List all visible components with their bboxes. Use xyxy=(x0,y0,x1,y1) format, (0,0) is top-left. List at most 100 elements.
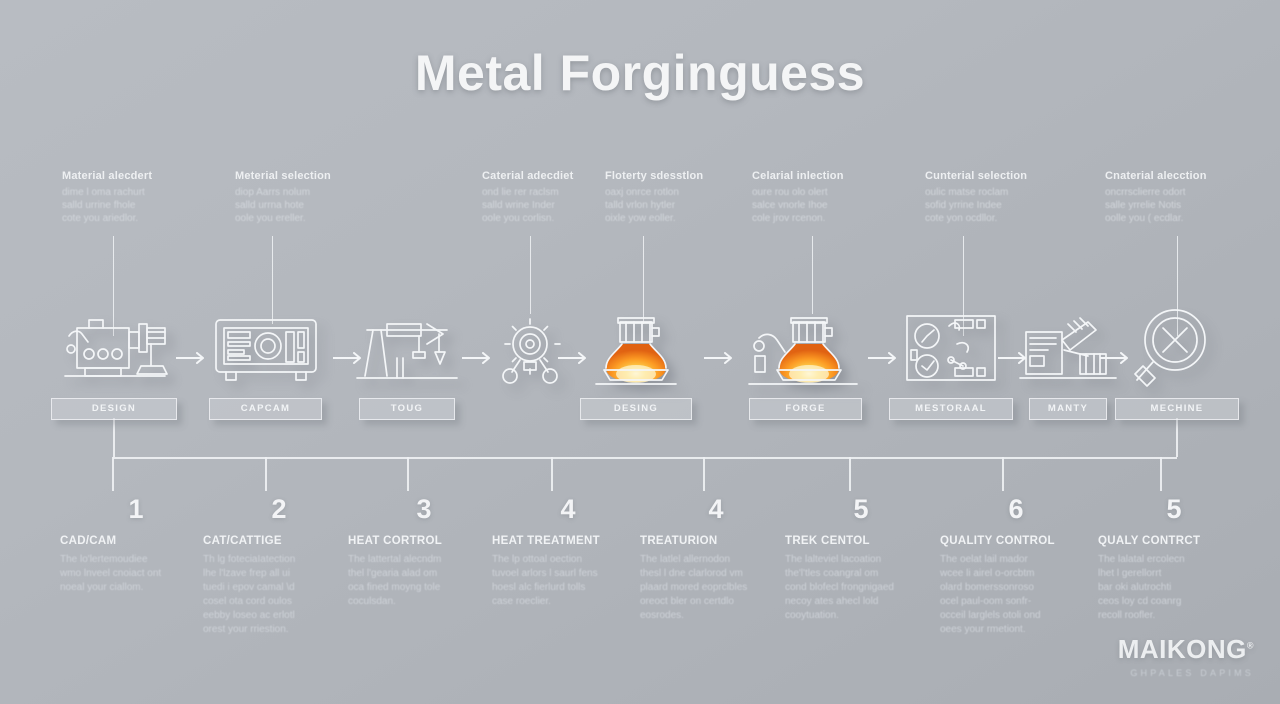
text-line: sofid yrrine Indee xyxy=(925,200,1002,211)
text-line: ocel paul-oom sonfr- xyxy=(940,596,1032,607)
bus-riser-right xyxy=(1176,418,1178,457)
text-line: ond lie rer raclsm xyxy=(482,187,559,198)
top-annotation: Caterial adecdiet ond lie rer raclsm salld… xyxy=(482,170,602,225)
process-step-mestoraal[interactable]: MESTORAAL xyxy=(889,306,1013,420)
step-number: 5 xyxy=(853,494,869,524)
flow-arrow-icon xyxy=(462,352,496,364)
tooling-rig-icon xyxy=(356,306,458,390)
annotation-leader-line xyxy=(530,236,531,314)
step-number: 6 xyxy=(1008,494,1024,524)
process-step-desing[interactable]: DESING xyxy=(580,306,692,420)
text-line: cote you ariedlor. xyxy=(62,213,139,224)
text-line: salld wrine Inder xyxy=(482,200,555,211)
text-line: coculsdan. xyxy=(348,596,396,607)
step-stem-line xyxy=(112,457,114,491)
text-line: oees your rmetiont. xyxy=(940,624,1026,635)
process-step-manty[interactable]: MANTY xyxy=(1019,306,1117,420)
process-bus-line xyxy=(113,457,1177,459)
step-heading: QUALITY CONTROL xyxy=(940,535,1055,547)
text-line: ceos loy cd coanrg xyxy=(1098,596,1182,607)
text-line: plaard mored eoprclbles xyxy=(640,582,748,593)
text-line: oreoct bler on certdlo xyxy=(640,596,734,607)
text-line: wmo lnveel cnoiact ont xyxy=(60,568,162,579)
step-number: 5 xyxy=(1166,494,1182,524)
text-line: orest your rriestion. xyxy=(203,624,289,635)
text-line: salle yrrelie Notis xyxy=(1105,200,1182,211)
top-annotation-heading: Caterial adecdiet xyxy=(482,170,574,182)
annotation-leader-line xyxy=(643,236,644,324)
process-step-label[interactable]: CAPCAM xyxy=(209,398,322,420)
process-step-label[interactable]: FORGE xyxy=(749,398,862,420)
top-annotation-body: dime l oma rachurt salld urrine fhole cote… xyxy=(62,186,182,225)
brand-lockup: MAIKONG® GHPALES DAPIMS xyxy=(1118,634,1254,678)
text-line: The lp ottoal oection xyxy=(492,554,583,565)
text-line: noeal your ciallom. xyxy=(60,582,144,593)
molten-crucible-icon xyxy=(580,306,692,390)
registered-mark-icon: ® xyxy=(1246,640,1254,651)
annotation-leader-line xyxy=(113,236,114,336)
brand-wordmark: MAIKONG xyxy=(1117,634,1247,664)
lathe-machine-icon xyxy=(51,306,177,390)
annotation-leader-line xyxy=(1177,236,1178,336)
step-heading: QUALY CONTRCT xyxy=(1098,535,1201,547)
flow-arrow-icon xyxy=(1100,352,1134,364)
text-line: recoll roofler. xyxy=(1098,610,1156,621)
process-step-label[interactable]: MECHINE xyxy=(1115,398,1239,420)
text-line: salld urrine fhole xyxy=(62,200,136,211)
process-step-design[interactable]: DESIGN xyxy=(51,306,177,420)
flow-arrow-icon xyxy=(868,352,902,364)
text-line: dime l oma rachurt xyxy=(62,187,145,198)
step-stem-line xyxy=(551,457,553,491)
text-line: eebby loseo ac erlotl xyxy=(203,610,295,621)
bus-riser-left xyxy=(113,418,115,457)
process-step-label[interactable]: DESING xyxy=(580,398,692,420)
process-step-label[interactable]: DESIGN xyxy=(51,398,177,420)
text-line: oure rou olo olert xyxy=(752,187,828,198)
top-annotation-heading: Cnaterial alecction xyxy=(1105,170,1207,182)
brand-name: MAIKONG® xyxy=(1118,634,1254,665)
process-step-label[interactable]: MANTY xyxy=(1029,398,1107,420)
process-step-toug[interactable]: TOUG xyxy=(356,306,458,420)
text-line: The lo'lertemoudiee xyxy=(60,554,148,565)
process-step-gear[interactable] xyxy=(494,306,566,390)
brand-tagline: GHPALES DAPIMS xyxy=(1130,668,1254,678)
process-step-label[interactable]: MESTORAAL xyxy=(889,398,1013,420)
text-line: thesl l dne clarlorod vm xyxy=(640,568,743,579)
step-number: 4 xyxy=(560,494,576,524)
text-line: oulic matse roclam xyxy=(925,187,1009,198)
process-step-forge[interactable]: FORGE xyxy=(747,306,862,420)
text-line: salce vnorle Ihoe xyxy=(752,200,828,211)
page-title: Metal Forginguess xyxy=(414,45,866,101)
step-stem-line xyxy=(1002,457,1004,491)
process-step-label[interactable]: TOUG xyxy=(359,398,455,420)
text-line: case roeclier. xyxy=(492,596,551,607)
step-body: The latlel allernodon thesl l dne clarlor… xyxy=(640,553,792,623)
text-line: oolle you ( ecdlar. xyxy=(1105,213,1184,224)
text-line: lhet l gerellorrt xyxy=(1098,568,1162,579)
text-line: The latlel allernodon xyxy=(640,554,731,565)
process-step-capcam[interactable]: CAPCAM xyxy=(209,306,322,420)
text-line: oaxj onrce rotlon xyxy=(605,187,679,198)
flow-arrow-icon xyxy=(998,352,1032,364)
process-step-mechine[interactable]: MECHINE xyxy=(1115,306,1239,420)
text-line: talld vrlon hytler xyxy=(605,200,676,211)
step-stem-line xyxy=(1160,457,1162,491)
